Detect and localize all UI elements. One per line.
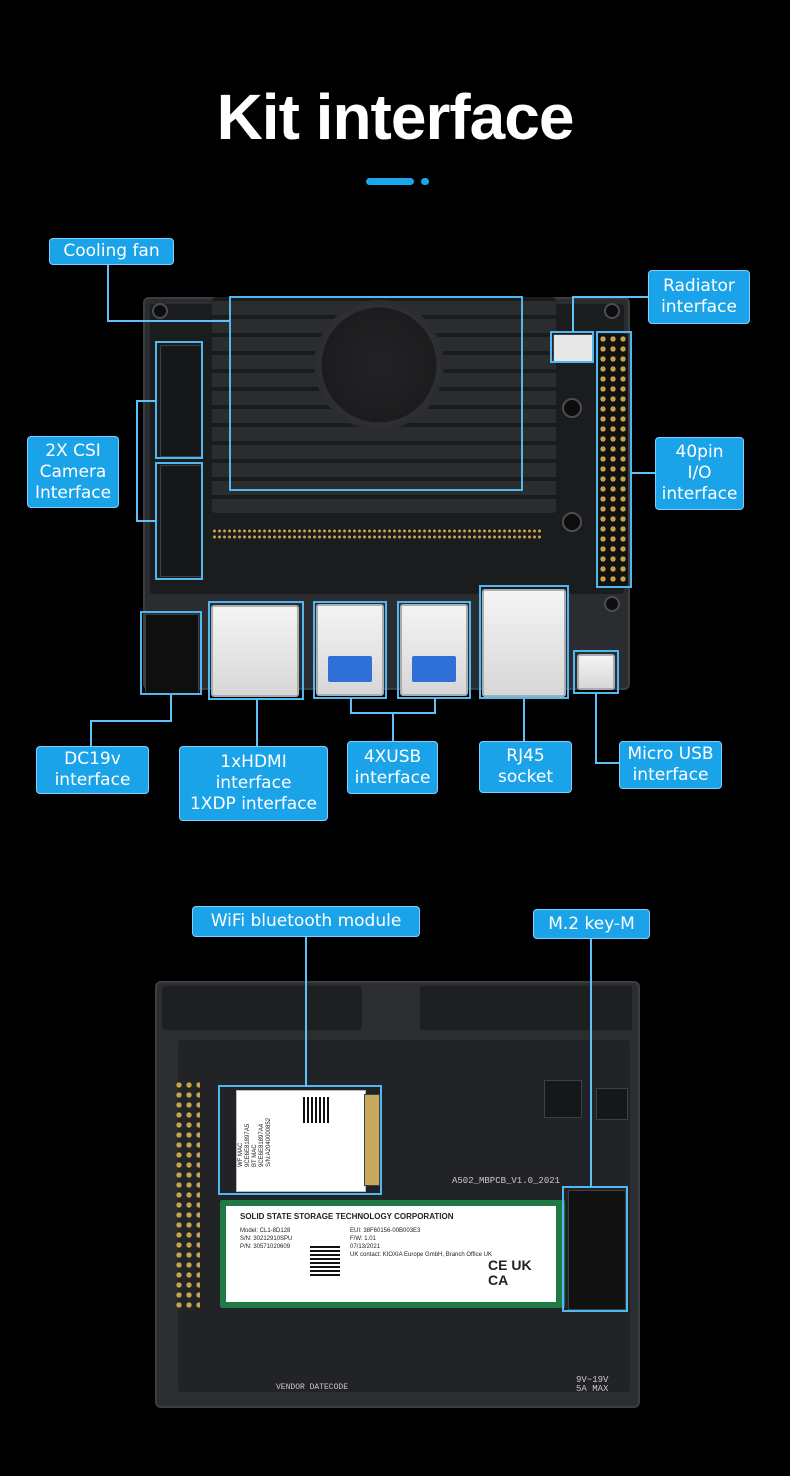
cooling-fan-leader xyxy=(107,262,109,322)
usb-highlight-left xyxy=(313,601,387,699)
gpio-leader xyxy=(631,472,657,474)
ssd-eui: EUI: 38F60156-00B003E3 xyxy=(350,1228,421,1234)
bottom-gpio-pins xyxy=(174,1080,200,1310)
cooling-fan-highlight xyxy=(229,296,523,491)
page-title: Kit interface xyxy=(216,81,575,153)
rj45-port xyxy=(482,589,566,697)
bottom-bracket xyxy=(420,986,632,1030)
radiator-highlight xyxy=(550,331,594,363)
ssd-contact: UK contact: KIOXIA Europe GmbH, Branch O… xyxy=(350,1252,492,1258)
ssd-sn: S/N: 30212910SPU xyxy=(240,1236,293,1242)
wifi-highlight xyxy=(218,1085,382,1195)
radiator-leader xyxy=(572,296,650,298)
csi-highlight-2 xyxy=(155,462,203,580)
wifi-qr-code xyxy=(303,1097,329,1123)
m2-highlight xyxy=(562,1186,628,1312)
hdmi-dp-port xyxy=(211,605,299,697)
rj45-highlight xyxy=(479,585,569,699)
gpio-header xyxy=(598,334,628,586)
module-connector xyxy=(212,528,542,540)
m2-leader xyxy=(590,937,592,1187)
mount-hole xyxy=(604,303,620,319)
bottom-chip xyxy=(544,1080,582,1118)
gpio-interface-label: 40pin I/O interface xyxy=(655,437,744,510)
rj45-socket-label: RJ45 socket xyxy=(479,741,572,793)
hdmi-highlight xyxy=(208,601,304,700)
mount-hole xyxy=(562,398,582,418)
wifi-slot xyxy=(364,1094,380,1186)
ssd-fw: F/W: 1.01 xyxy=(350,1236,376,1242)
cooling-fan xyxy=(314,300,444,430)
csi-connector-1 xyxy=(160,345,202,457)
csi-leader xyxy=(136,520,156,522)
hdmi-interface-label: 1xHDMI interface 1XDP interface xyxy=(179,746,328,821)
title-underline xyxy=(366,178,414,185)
dc-leader xyxy=(170,694,172,722)
dc-highlight xyxy=(140,611,202,695)
wifi-module-label: WiFi bluetooth module xyxy=(192,906,420,937)
ssd-date: 07/13/2021 xyxy=(350,1244,381,1250)
cooling-fan-leader xyxy=(107,320,230,322)
micro-usb-highlight xyxy=(573,650,619,694)
csi-highlight-1 xyxy=(155,341,203,459)
m2-slot xyxy=(568,1190,626,1310)
csi-camera-label: 2X CSI Camera Interface xyxy=(27,436,119,508)
micro-usb-leader xyxy=(595,693,597,763)
csi-leader xyxy=(136,400,156,402)
usb-leader xyxy=(350,698,352,714)
mount-hole xyxy=(562,512,582,532)
ssd-title: SOLID STATE STORAGE TECHNOLOGY CORPORATI… xyxy=(240,1212,454,1221)
ssd-label: SOLID STATE STORAGE TECHNOLOGY CORPORATI… xyxy=(226,1206,556,1302)
micro-usb-label: Micro USB interface xyxy=(619,741,722,789)
csi-leader xyxy=(136,400,138,520)
mount-hole xyxy=(604,596,620,612)
vendor-datecode-text: VENDOR DATECODE xyxy=(276,1383,349,1392)
mount-hole xyxy=(152,303,168,319)
bottom-chip xyxy=(596,1088,628,1120)
m2-key-label: M.2 key-M xyxy=(533,909,650,939)
ssd-compliance-marks: CE UK CA xyxy=(488,1257,532,1288)
csi-connector-2 xyxy=(160,465,202,577)
usb-leader xyxy=(434,698,436,714)
power-rating-text: 9V~19V 5A MAX xyxy=(576,1375,609,1394)
title-underline-dot xyxy=(421,178,429,185)
cooling-fan-label: Cooling fan xyxy=(49,238,174,265)
rj45-leader xyxy=(523,698,525,742)
radiator-interface-label: Radiator interface xyxy=(648,270,750,324)
ssd-card: SOLID STATE STORAGE TECHNOLOGY CORPORATI… xyxy=(220,1200,565,1308)
wifi-module: AW-CB375NF WF MAC 9CE6E81897A5 BT MAC 9C… xyxy=(231,1090,366,1192)
micro-usb-port xyxy=(577,654,615,690)
ssd-pn: P/N: 30571020609 xyxy=(240,1244,291,1250)
usb-highlight-right xyxy=(397,601,471,699)
usb-tongue xyxy=(328,656,372,682)
gpio-highlight xyxy=(596,331,632,588)
wifi-leader xyxy=(305,935,307,1087)
dc-leader xyxy=(90,720,92,748)
usb-tongue xyxy=(412,656,456,682)
hdmi-leader xyxy=(256,699,258,747)
radiator-leader xyxy=(572,296,574,332)
bottom-bracket xyxy=(162,986,362,1030)
usb-leader xyxy=(392,712,394,742)
dc-interface-label: DC19v interface xyxy=(36,746,149,794)
usb-port-right xyxy=(400,604,468,696)
ssd-qr-code xyxy=(310,1246,340,1276)
ssd-model: Model: CL1-8D128 xyxy=(240,1228,291,1234)
usb-interface-label: 4XUSB interface xyxy=(347,741,438,794)
micro-usb-leader xyxy=(595,762,621,764)
dc-leader xyxy=(90,720,172,722)
usb-port-left xyxy=(316,604,384,696)
pcb-version-text: A502_MBPCB_V1.0_2021 xyxy=(452,1176,561,1186)
